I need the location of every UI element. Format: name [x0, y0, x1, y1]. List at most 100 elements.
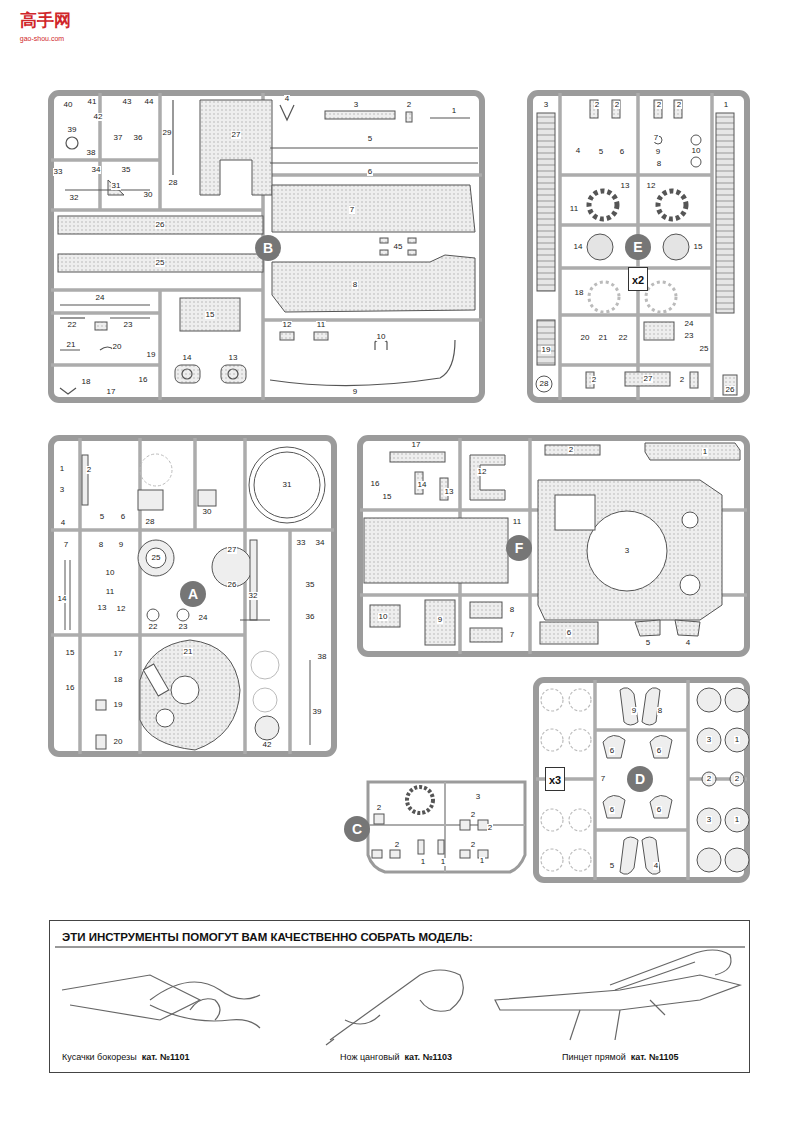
part-number: 25 [151, 554, 162, 562]
part-number: 27 [227, 546, 238, 554]
watermark: gao-shou.com [19, 35, 65, 42]
part-number: 23 [684, 332, 695, 340]
part-number: 23 [178, 623, 189, 631]
part-number: 11 [105, 588, 115, 596]
part-number: 5 [609, 862, 615, 870]
part-number: 1 [479, 857, 485, 865]
part-number: 34 [91, 166, 102, 174]
part-number: 26 [725, 386, 736, 394]
part-number: 10 [378, 613, 389, 621]
quantity-box: x3 [545, 767, 565, 791]
part-number: 38 [317, 653, 328, 661]
catalog-number: кат. №1101 [142, 1053, 190, 1062]
part-number: 4 [685, 639, 691, 647]
part-number: 21 [598, 334, 609, 342]
part-number: 1 [420, 858, 426, 866]
tool-name: Пинцет прямой [562, 1053, 626, 1062]
part-number: 45 [393, 243, 404, 251]
part-number: 11 [316, 321, 326, 329]
part-number: 2 [394, 841, 400, 849]
part-number: 30 [143, 191, 154, 199]
part-number: 13 [444, 488, 455, 496]
part-number: 10 [376, 333, 387, 341]
part-number: 18 [113, 676, 124, 684]
part-number: 36 [305, 613, 316, 621]
part-number: 22 [618, 334, 629, 342]
part-number: 39 [67, 126, 78, 134]
part-number: 18 [574, 289, 585, 297]
part-number: 17 [106, 388, 117, 396]
part-number: 4 [284, 95, 290, 103]
part-number: 4 [575, 147, 581, 155]
part-number: 1 [723, 101, 729, 109]
part-number: 27 [643, 375, 654, 383]
part-number: 3 [706, 736, 712, 744]
part-number: 40 [63, 101, 74, 109]
part-number: 14 [417, 481, 428, 489]
part-number: 7 [653, 134, 659, 142]
part-number: 1 [59, 465, 65, 473]
part-number: 7 [509, 631, 515, 639]
part-number: 25 [155, 259, 166, 267]
part-number: 15 [693, 243, 704, 251]
part-number: 24 [95, 294, 106, 302]
part-number: 36 [133, 134, 144, 142]
part-number: 27 [231, 131, 242, 139]
part-number: 30 [202, 508, 213, 516]
part-number: 2 [614, 101, 620, 109]
part-number: 21 [183, 648, 194, 656]
part-number: 8 [509, 606, 515, 614]
part-number: 11 [512, 518, 522, 526]
part-number: 7 [63, 541, 69, 549]
tool-name: Нож цанговый [340, 1053, 399, 1062]
part-number: 29 [162, 129, 173, 137]
part-number: 15 [65, 649, 76, 657]
part-number: 28 [168, 179, 179, 187]
part-number: 2 [406, 101, 412, 109]
part-number: 8 [657, 707, 663, 715]
part-number: 44 [144, 98, 155, 106]
part-number: 19 [146, 351, 157, 359]
part-number: 12 [646, 182, 657, 190]
part-number: 26 [227, 581, 238, 589]
part-number: 13 [228, 354, 239, 362]
part-number: 39 [312, 708, 323, 716]
part-number: 2 [376, 804, 382, 812]
part-number: 13 [620, 182, 631, 190]
watermark: 高手网 [19, 12, 72, 29]
part-number: 13 [97, 604, 108, 612]
part-number: 21 [66, 341, 77, 349]
part-number: 3 [353, 101, 359, 109]
part-number: 8 [98, 541, 104, 549]
part-number: 22 [67, 321, 78, 329]
part-number: 9 [631, 707, 637, 715]
part-number: 14 [182, 354, 193, 362]
part-number: 16 [138, 376, 149, 384]
part-number: 6 [566, 629, 572, 637]
part-number: 25 [699, 345, 710, 353]
sprue-letter: E [625, 234, 651, 260]
catalog-number: кат. №1105 [631, 1053, 679, 1062]
part-number: 32 [248, 592, 259, 600]
part-number: 7 [349, 206, 355, 214]
part-number: 16 [370, 480, 381, 488]
part-number: 23 [123, 321, 134, 329]
part-number: 8 [352, 281, 358, 289]
catalog-number: кат. №1103 [404, 1053, 452, 1062]
part-number: 20 [113, 738, 124, 746]
part-number: 17 [411, 441, 422, 449]
part-number: 1 [451, 107, 457, 115]
part-number: 6 [120, 513, 126, 521]
part-number: 2 [734, 775, 740, 783]
part-number: 9 [655, 148, 661, 156]
part-number: 3 [706, 816, 712, 824]
part-number: 20 [112, 343, 123, 351]
part-number: 22 [148, 623, 159, 631]
part-number: 1 [702, 448, 708, 456]
part-number: 33 [296, 539, 307, 547]
part-number: 1 [734, 736, 740, 744]
part-number: 6 [656, 747, 662, 755]
part-number: 4 [653, 862, 659, 870]
part-number: 9 [352, 388, 358, 396]
part-number: 31 [111, 182, 122, 190]
